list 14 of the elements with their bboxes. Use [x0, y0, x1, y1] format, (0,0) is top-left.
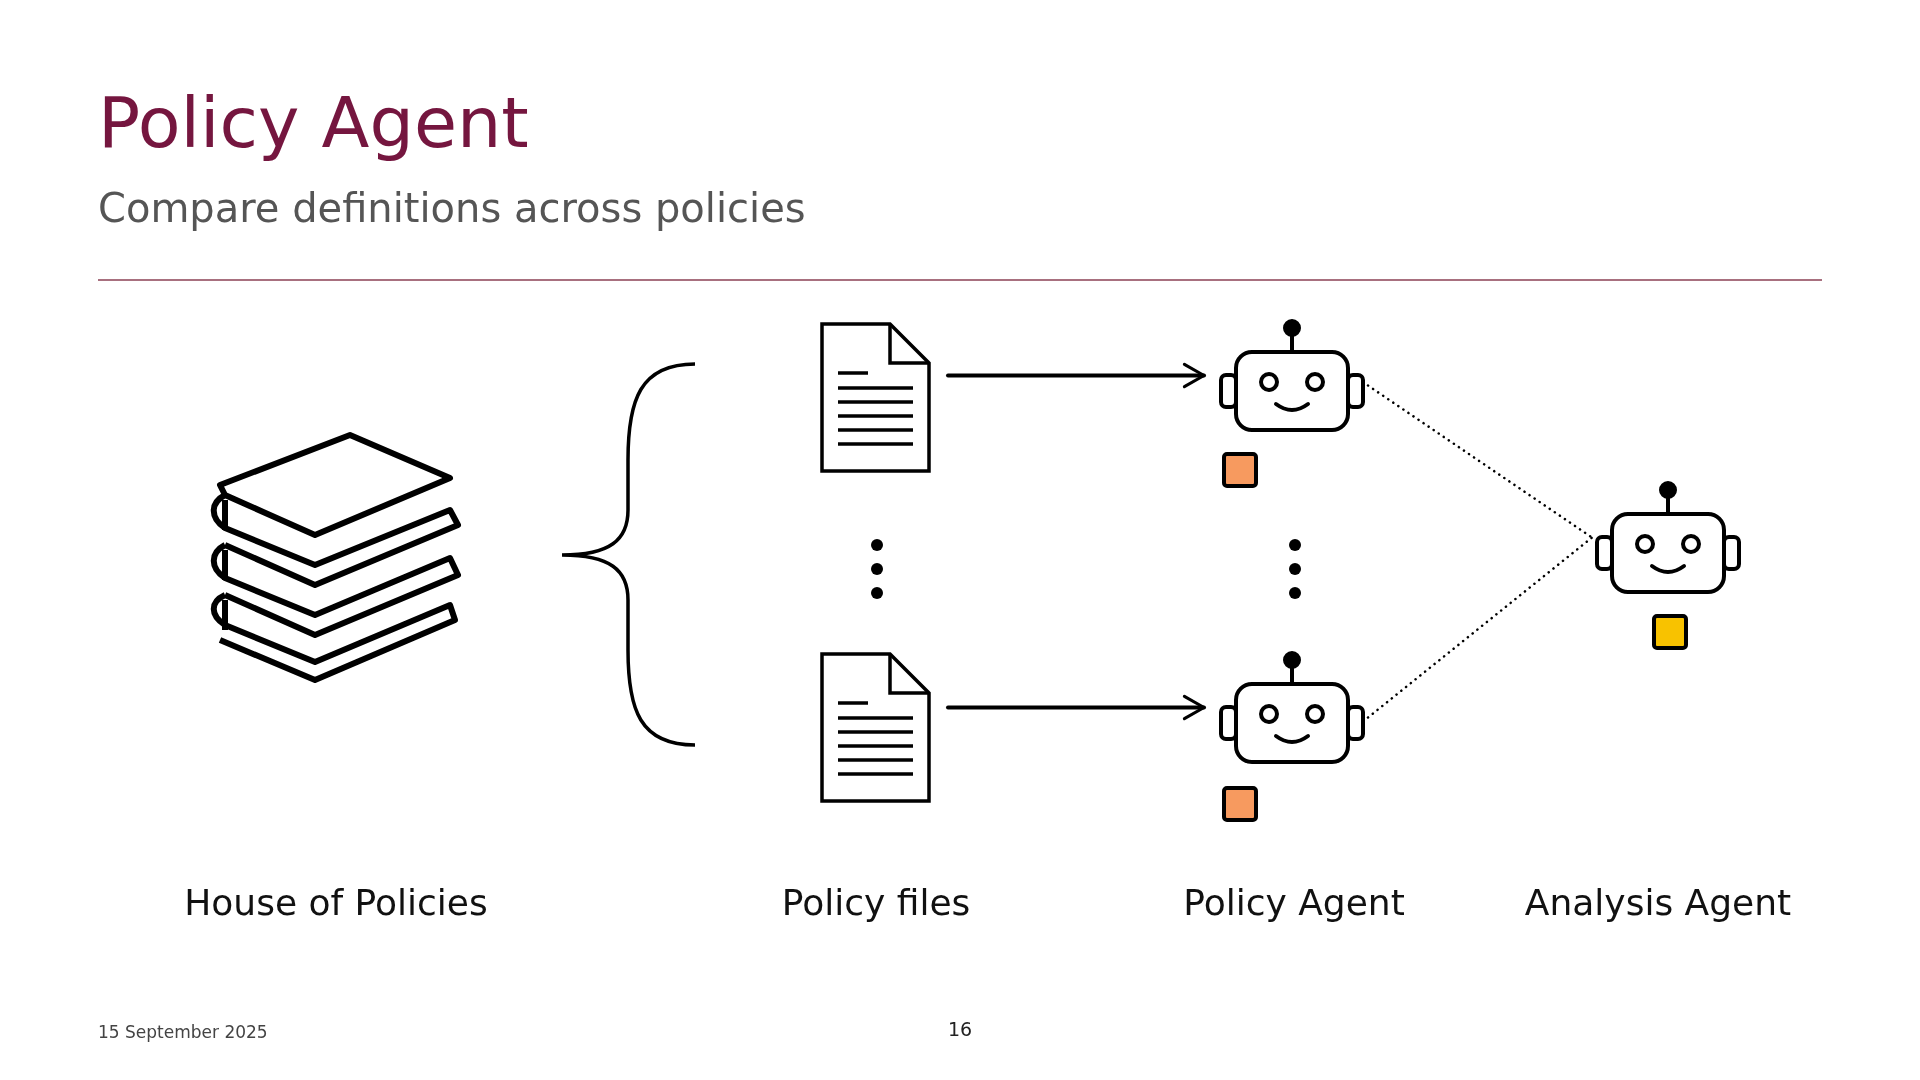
caption: Analysis Agent	[1524, 885, 1792, 921]
document-icon	[818, 650, 934, 806]
robot-icon	[1218, 650, 1366, 765]
caption: Policy Agent	[1183, 885, 1405, 921]
date-text: 15 September 2025	[98, 1024, 268, 1041]
arrow	[946, 362, 1206, 389]
caption: Policy files	[781, 885, 971, 921]
robot-icon	[1218, 318, 1366, 433]
caption: House of Policies	[184, 885, 488, 921]
robot-icon	[1594, 480, 1742, 595]
document-icon	[818, 320, 934, 476]
arrow	[946, 694, 1206, 721]
page-number: 16	[947, 1020, 973, 1039]
dotted-line	[1366, 536, 1594, 719]
